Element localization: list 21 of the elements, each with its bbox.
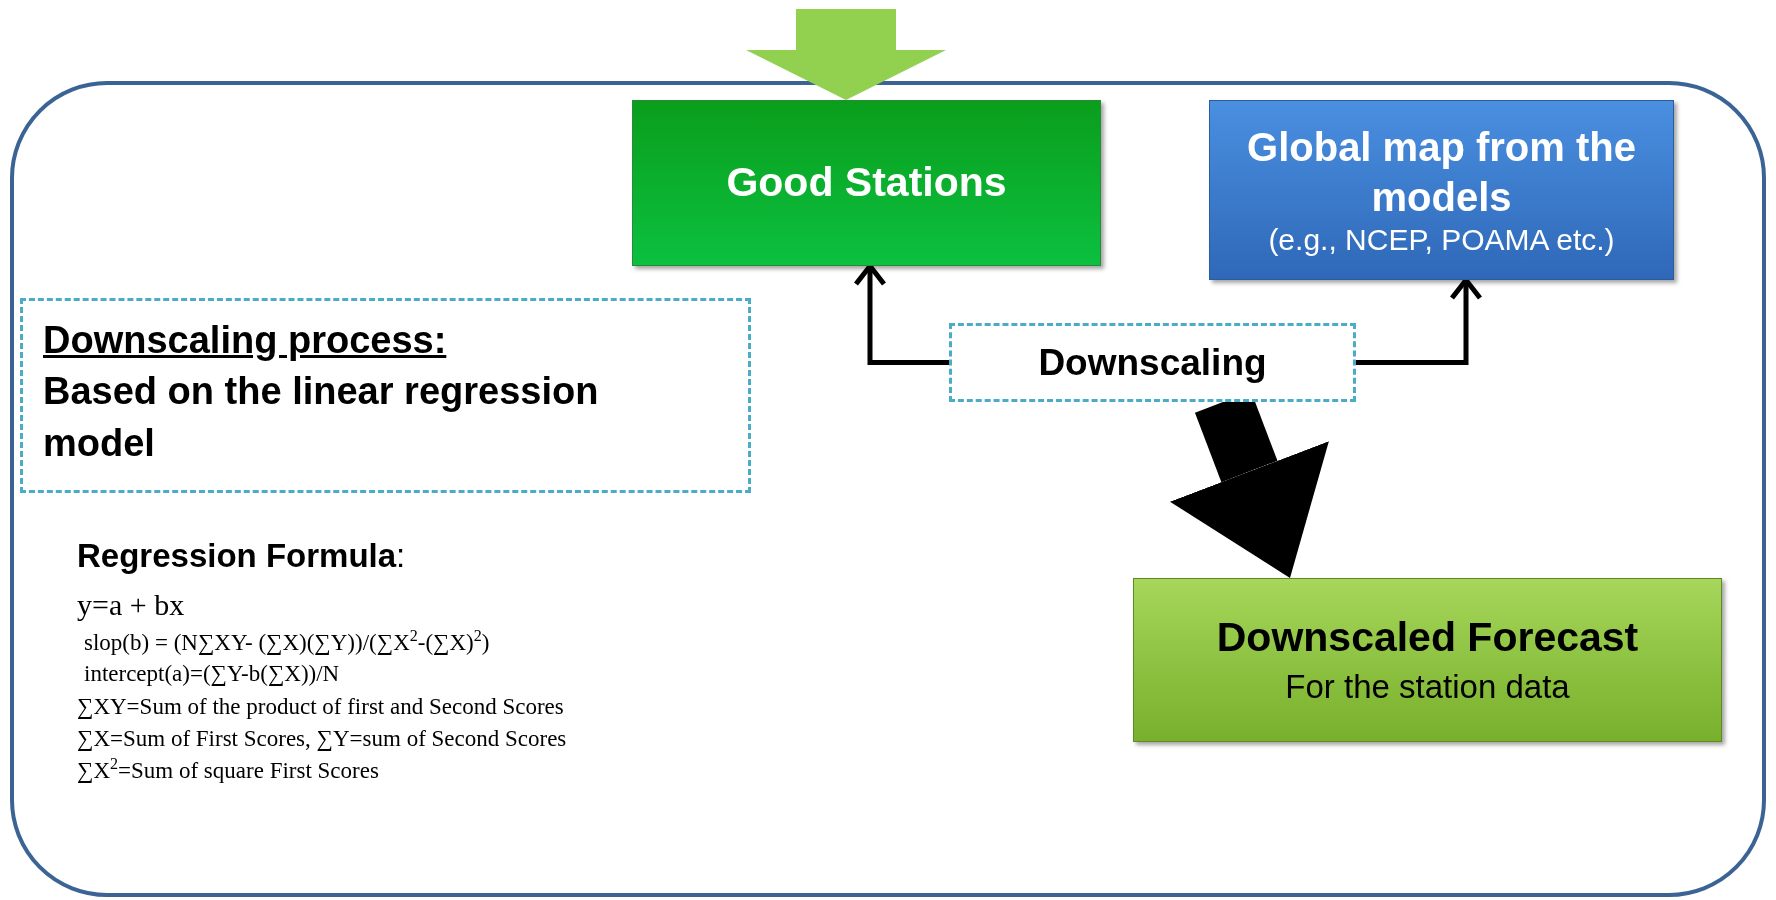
formula-text: ∑XY=Sum of the product of first and Second Scores [77,694,564,720]
formula-heading: Regression Formula: [77,538,406,575]
note-heading: Downscaling process: [43,318,447,363]
node-title: Downscaled Forecast [1215,613,1640,663]
note-text: Based on the linear regression model [43,369,600,466]
node-title: Good Stations [725,158,1008,208]
node-subtitle: For the station data [1284,667,1571,708]
process-box [632,100,1101,266]
note-box [20,298,751,493]
block-arrow [746,9,946,100]
node-title: Downscaling [1037,340,1268,385]
output-box [1133,578,1722,742]
process-box [1209,100,1674,280]
formula-text: ∑X=Sum of First Scores, ∑Y=sum of Second Scores [77,726,567,752]
formula-text: y=a + bx [77,588,185,621]
formula-text: slop(b) = (N∑XY- (∑X)(∑Y))/(∑X$^{2}$-(∑X)$^{2}$) [84,630,490,656]
process-box [949,323,1356,402]
node-title: Global map from the models [1246,124,1637,221]
formula-text: ∑X$^{2}$=Sum of square First Scores [77,758,379,784]
formula-text: intercept(a)=(∑Y-b(∑X))/N [84,661,340,687]
node-subtitle: (e.g., NCEP, POAMA etc.) [1267,222,1616,258]
